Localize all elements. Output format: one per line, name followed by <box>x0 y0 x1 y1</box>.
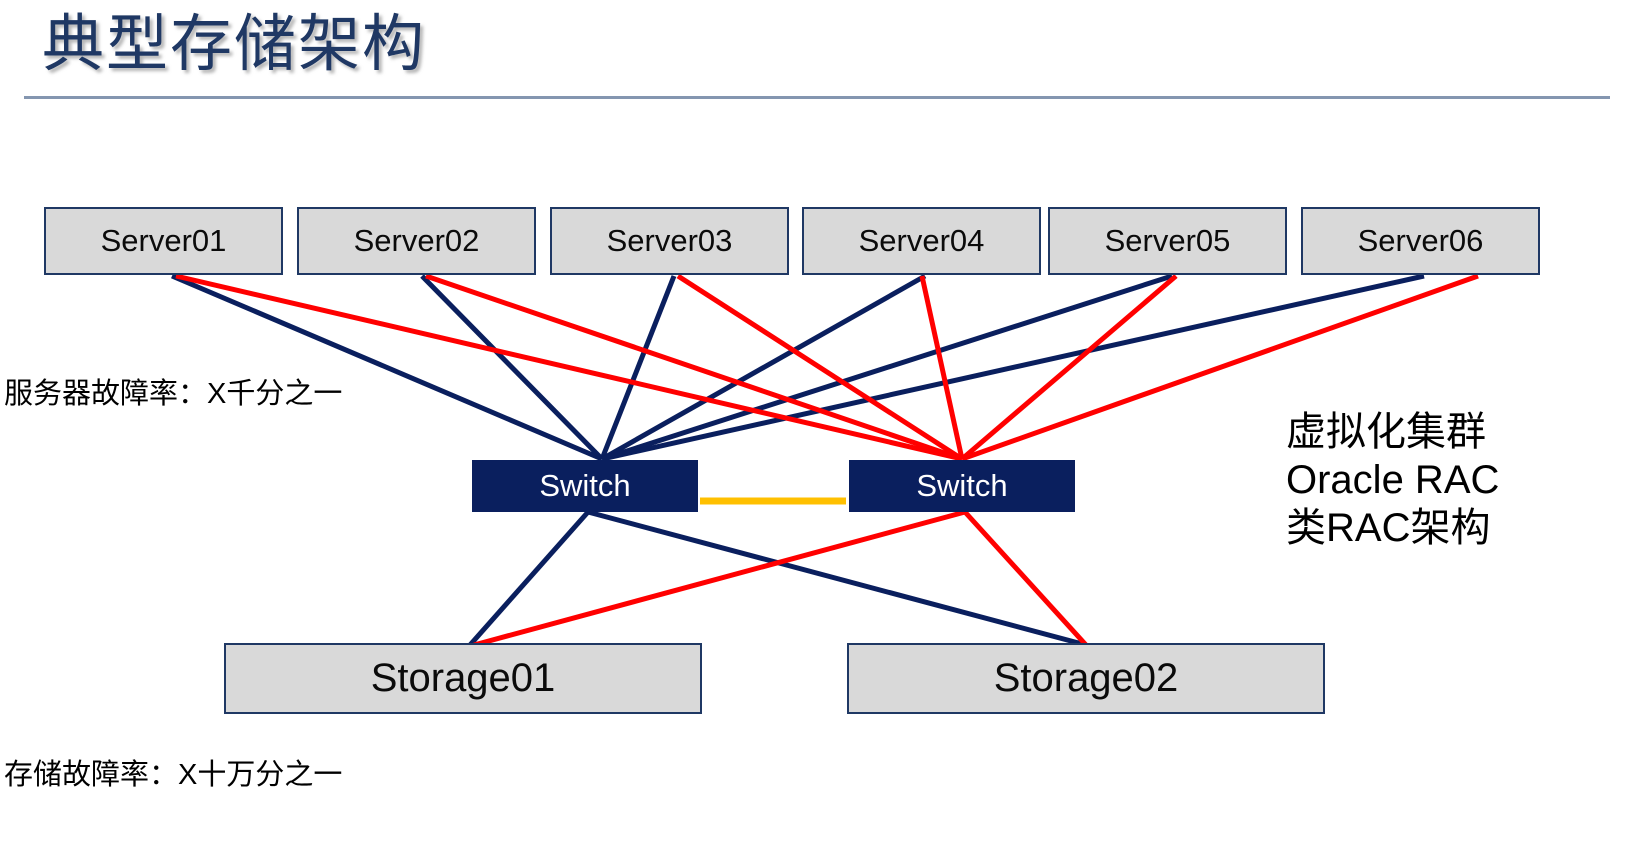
link-server5-to-switch-right <box>960 274 1178 461</box>
switch-label: Switch <box>539 468 631 503</box>
server-label: Server01 <box>100 223 227 258</box>
link-server2-to-switch-right <box>425 273 963 462</box>
link-server3-to-switch-left <box>599 275 677 460</box>
server-box-4[interactable]: Server04 <box>802 207 1041 275</box>
link-server1-to-switch-right <box>175 273 963 462</box>
title-divider <box>24 96 1610 99</box>
storage-label: Storage01 <box>370 656 556 700</box>
switch-box-left[interactable]: Switch <box>472 460 698 512</box>
cluster-note-line-1: 虚拟化集群 <box>1286 410 1486 454</box>
link-server4-to-switch-left <box>600 273 927 462</box>
storage-label: Storage02 <box>993 656 1179 700</box>
server-label: Server06 <box>1357 223 1484 258</box>
link-switch-to-storage-4 <box>963 510 1088 647</box>
cluster-note-line-2: Oracle RAC <box>1286 458 1500 502</box>
link-server6-to-switch-right <box>961 273 1479 462</box>
link-server6-to-switch-left <box>601 273 1425 462</box>
link-server4-to-switch-right <box>919 275 965 460</box>
link-switch-to-storage-3 <box>473 509 966 648</box>
storage-box-2[interactable]: Storage02 <box>847 643 1325 714</box>
storage-failure-rate-note: 存储故障率：X十万分之一 <box>4 759 343 791</box>
page-title: 典型存储架构 <box>42 10 427 79</box>
server-box-3[interactable]: Server03 <box>550 207 789 275</box>
link-server2-to-switch-left <box>420 274 604 461</box>
server-box-6[interactable]: Server06 <box>1301 207 1540 275</box>
server-label: Server02 <box>353 223 480 258</box>
server-box-5[interactable]: Server05 <box>1048 207 1287 275</box>
server-box-2[interactable]: Server02 <box>297 207 536 275</box>
cluster-note: 虚拟化集群 Oracle RAC 类RAC架构 <box>1286 408 1499 552</box>
link-server5-to-switch-left <box>601 273 1173 462</box>
link-server3-to-switch-right <box>676 273 964 462</box>
server-label: Server05 <box>1104 223 1231 258</box>
server-box-1[interactable]: Server01 <box>44 207 283 275</box>
link-server1-to-switch-left <box>171 273 603 462</box>
switch-label: Switch <box>916 468 1008 503</box>
server-label: Server04 <box>858 223 985 258</box>
server-label: Server03 <box>606 223 733 258</box>
switch-box-right[interactable]: Switch <box>849 460 1075 512</box>
cluster-note-line-3: 类RAC架构 <box>1286 506 1491 550</box>
server-failure-rate-note: 服务器故障率：X千分之一 <box>4 378 343 410</box>
link-switch-to-storage-1 <box>468 510 590 647</box>
link-switch-to-storage-2 <box>587 509 1087 648</box>
storage-box-1[interactable]: Storage01 <box>224 643 702 714</box>
